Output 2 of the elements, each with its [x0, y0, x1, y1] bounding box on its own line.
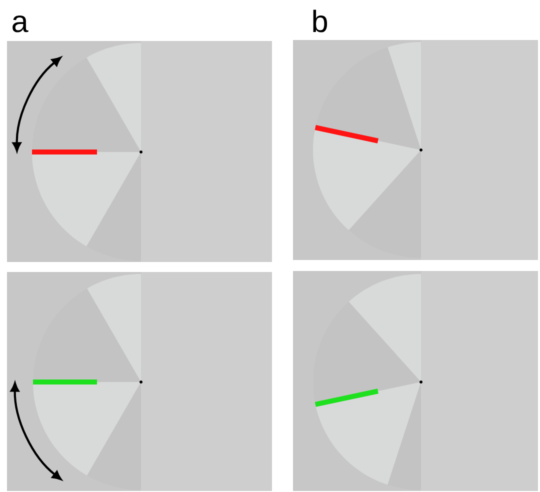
panel-label: b: [313, 10, 328, 32]
panel-label: a: [12, 16, 28, 32]
